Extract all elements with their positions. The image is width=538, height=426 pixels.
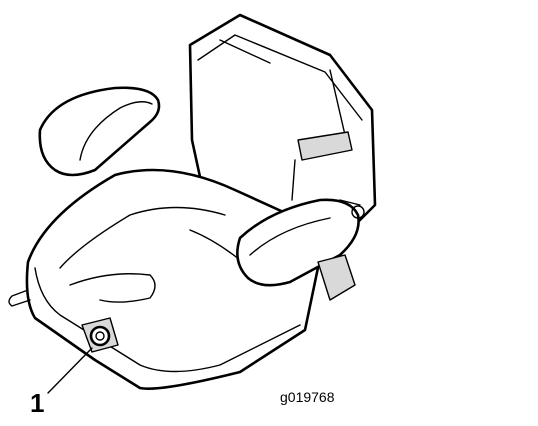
side-bracket — [317, 199, 365, 301]
callout-leader-line — [47, 347, 93, 394]
callout-label-1: 1 — [30, 388, 44, 418]
adjustment-knob — [81, 317, 119, 353]
figure-id: g019768 — [280, 389, 335, 405]
seat-lever — [8, 289, 31, 307]
right-armrest — [236, 198, 360, 287]
left-armrest — [38, 86, 161, 177]
